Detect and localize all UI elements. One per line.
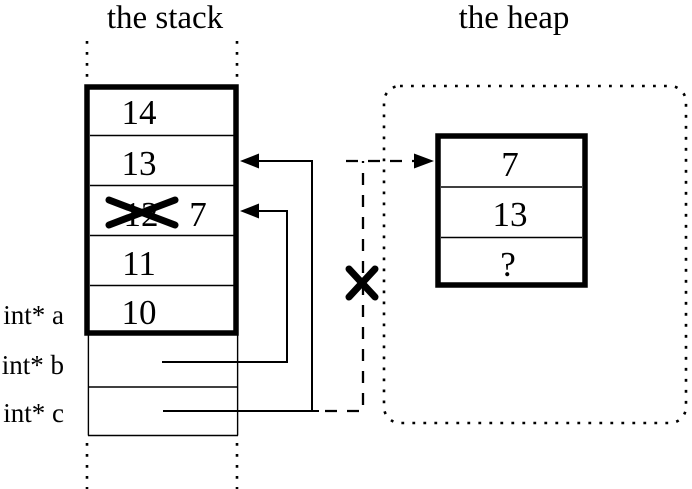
pointer-c-line-vertical [257,160,313,411]
pointer-b-arrow [162,203,288,363]
stack-cell-value-7-new: 7 [189,195,207,234]
dangling-heap-pointer [325,153,434,413]
pointer-c-arrowhead-icon [240,153,259,169]
stack-title: the stack [107,0,224,36]
crossout-x-icon [105,196,179,229]
invalid-x-icon [345,265,379,301]
stack-guide-lines [85,41,239,489]
heap-block: 7 13 ? [435,133,588,288]
stack-frame: 14 13 12 7 11 10 [84,84,239,336]
heap-region-outline [382,84,688,425]
stack-cell-value-10: 10 [122,293,157,332]
dangling-pointer-arrowhead-icon [414,153,434,169]
heap-title: the heap [459,0,570,36]
heap-cell-value-unknown: ? [500,245,516,284]
label-int-ptr-a: int* a [3,300,64,330]
pointer-b-arrowhead-icon [240,203,259,219]
label-int-ptr-c: int* c [3,398,64,428]
heap-block-border [435,133,588,288]
pointer-b-line [162,210,288,363]
invalid-x-stroke [345,265,379,301]
label-int-ptr-b: int* b [2,350,64,380]
dangling-pointer-dashed-line [325,161,365,413]
pointer-c-arrow [163,153,319,412]
stack-pointer-cells [87,335,239,437]
heap-cell-value-13: 13 [493,195,528,234]
stack-cell-value-13: 13 [122,144,157,183]
stack-cell-value-14: 14 [122,93,157,132]
crossout-stroke [105,196,179,229]
variable-labels: int* a int* b int* c [2,300,64,428]
stack-frame-border [84,84,239,336]
heap-cell-value-7: 7 [501,145,519,184]
stack-cell-value-11: 11 [122,244,156,283]
